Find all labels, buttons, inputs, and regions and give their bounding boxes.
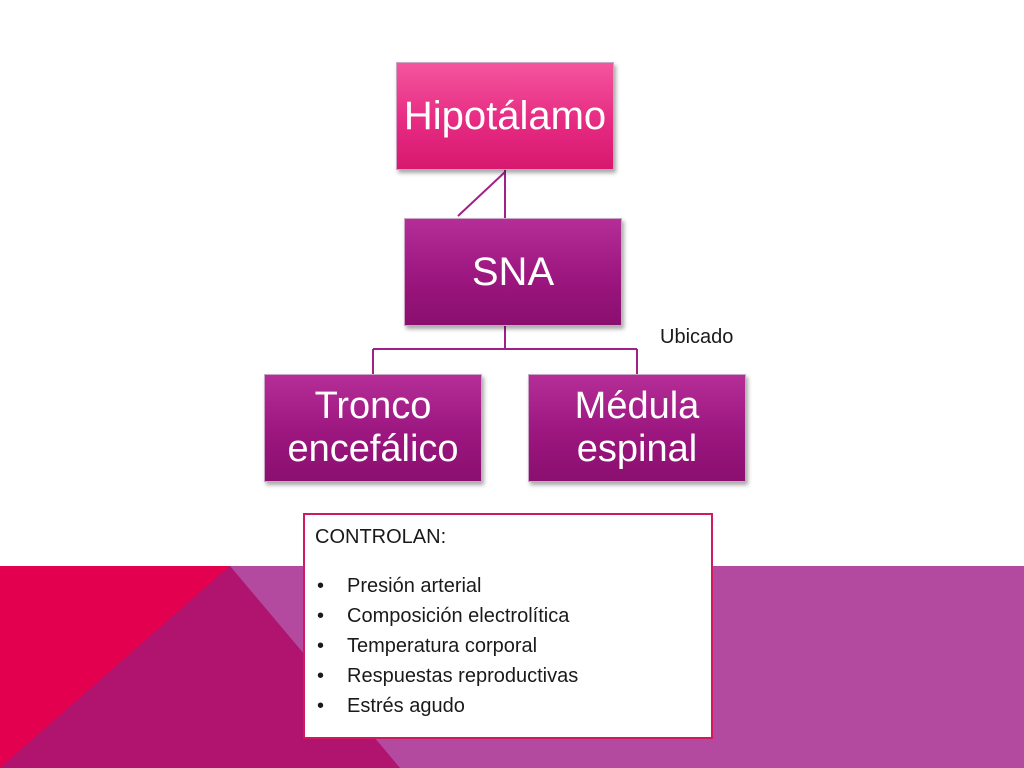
bullet-icon: • (317, 635, 325, 657)
node-hipotalamo: Hipotálamo (396, 62, 614, 170)
edge-label-ubicado: Ubicado (660, 326, 734, 348)
bullet-icon: • (317, 695, 325, 717)
node-tronco-label-line2: encefálico (287, 428, 459, 470)
controlan-title: CONTROLAN: (315, 526, 447, 548)
node-sna: SNA (404, 218, 622, 326)
bullet-icon: • (317, 665, 325, 687)
controlan-list: • Presión arterial • Composición electro… (315, 571, 699, 721)
bullet-icon: • (317, 575, 325, 597)
node-medula-espinal: Médula espinal (528, 374, 746, 482)
list-item: • Composición electrolítica (315, 601, 699, 631)
list-item-text: Temperatura corporal (347, 635, 538, 657)
list-item-text: Estrés agudo (347, 695, 465, 717)
list-item: • Estrés agudo (315, 691, 699, 721)
list-item: • Respuestas reproductivas (315, 661, 699, 691)
node-tronco-label-line1: Tronco (314, 385, 432, 428)
list-item: • Temperatura corporal (315, 631, 699, 661)
list-item-text: Presión arterial (347, 575, 482, 597)
node-medula-label-line2: espinal (576, 428, 698, 470)
bg-band-deep (0, 566, 400, 768)
node-tronco-encefalico: Tronco encefálico (264, 374, 482, 482)
list-item-text: Composición electrolítica (347, 605, 570, 627)
connector-hypo-diagonal (457, 171, 506, 217)
node-medula-label-line1: Médula (574, 385, 700, 428)
node-hipotalamo-label: Hipotálamo (403, 93, 607, 138)
node-sna-label: SNA (471, 249, 555, 294)
bullet-icon: • (317, 605, 325, 627)
list-item-text: Respuestas reproductivas (347, 665, 579, 687)
list-item: • Presión arterial (315, 571, 699, 601)
controlan-box: CONTROLAN: • Presión arterial • Composic… (303, 513, 713, 739)
